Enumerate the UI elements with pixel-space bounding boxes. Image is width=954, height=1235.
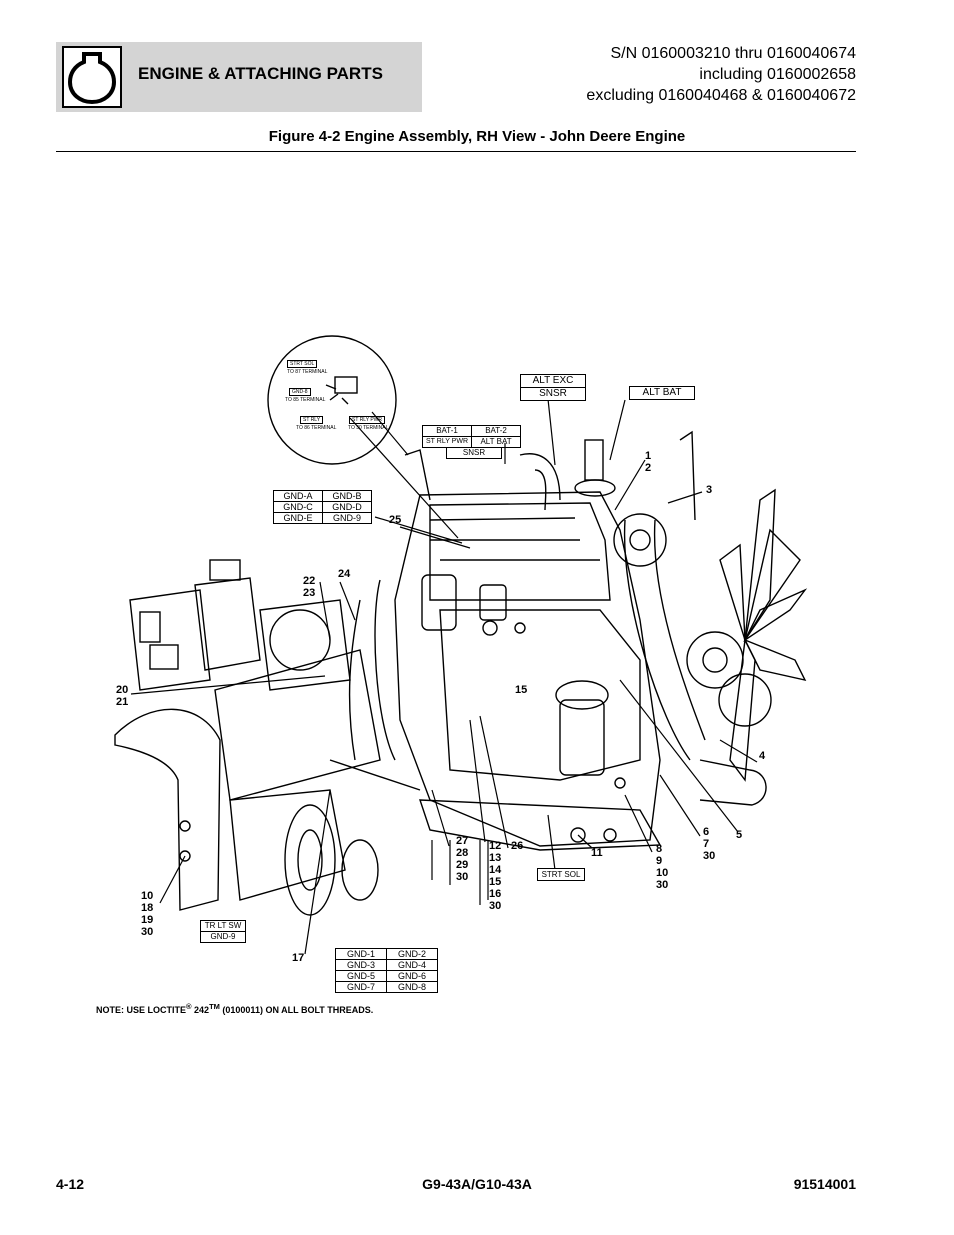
callout-4: 4 [759,750,766,762]
callout-24: 24 [338,568,351,580]
relay-gnd-label: GND-8 [289,388,311,396]
callout-26: 26 [511,840,524,852]
note-trademark: TM [209,1002,220,1011]
gnd-cell: GND-4 [386,959,438,971]
gnd-cell: GND-C [273,501,323,513]
callout-1-2: 1 2 [645,450,652,474]
note-prefix: NOTE: USE LOCTITE [96,1005,186,1015]
gnd-cell: GND-2 [386,948,438,960]
alt-bat-cell: ALT BAT [471,436,522,448]
gnd-cell: GND-5 [335,970,387,982]
page-number: 4-12 [56,1176,85,1192]
alt-exc-label: ALT EXC [520,374,586,388]
document-number: 91514001 [793,1176,856,1192]
callout-20-21: 20 21 [116,684,129,708]
callout-10-18-19-30: 10 18 19 30 [141,890,154,938]
relay-st-rly-label: ST RLY [300,416,324,424]
note-registered-mark: ® [186,1002,192,1011]
section-title: ENGINE & ATTACHING PARTS [138,64,383,83]
serial-line: including 0160002658 [699,66,856,83]
header-rule [56,151,856,152]
relay-gnd-terminal: TO 85 TERMINAL [285,397,326,403]
gnd-cell: GND-E [273,512,323,524]
relay-st-rly-pwr-label: ST RLY PWR [349,416,386,424]
bat-2-cell: BAT-2 [471,425,522,437]
st-rly-pwr-cell: ST RLY PWR [421,436,473,448]
gnd-cell: GND-3 [335,959,387,971]
gnd-cell: GND-8 [386,981,438,993]
gnd-9-label: GND-9 [200,931,246,943]
figure-title: Figure 4-2 Engine Assembly, RH View - Jo… [268,128,686,145]
gnd-cell: GND-1 [335,948,387,960]
callout-6-7-30: 6 7 30 [703,826,716,862]
serial-number-range: S/N 0160003210 thru 0160040674 including… [586,43,856,106]
snsr-cell: SNSR [446,447,502,459]
relay-strt-sol-label: STRT SOL [287,360,318,368]
serial-line: excluding 0160040468 & 0160040672 [586,87,856,104]
serial-line: S/N 0160003210 thru 0160040674 [610,45,856,62]
relay-st-rly-pwr-terminal: TO 30 TERMINAL [348,425,389,431]
callout-12-16-30: 12 13 14 15 16 30 [489,840,502,912]
gnd-cell: GND-6 [386,970,438,982]
callout-27-30: 27 28 29 30 [456,835,469,883]
note-suffix: (0100011) ON ALL BOLT THREADS. [219,1005,374,1015]
relay-st-rly-terminal: TO 86 TERMINAL [296,425,337,431]
gnd-cell: GND-A [273,490,323,502]
gnd-cell: GND-B [322,490,372,502]
callout-17: 17 [292,952,305,964]
callout-15: 15 [515,684,528,696]
model-number: G9-43A/G10-43A [422,1176,532,1192]
bat-1-cell: BAT-1 [421,425,473,437]
callout-22-23: 22 23 [303,575,316,599]
loctite-note: NOTE: USE LOCTITE® 242TM (0100011) ON AL… [96,1002,373,1015]
snsr-label: SNSR [520,387,586,401]
callout-8-9-10-30: 8 9 10 30 [656,843,669,891]
gnd-cell: GND-7 [335,981,387,993]
relay-strt-sol-terminal: TO 87 TERMINAL [287,369,328,375]
callout-5: 5 [736,829,743,841]
gnd-cell: GND-9 [322,512,372,524]
callout-11: 11 [591,847,603,859]
gnd-cell: GND-D [322,501,372,513]
note-product-number: 242 [191,1005,210,1015]
callout-3: 3 [706,484,713,496]
callout-25: 25 [389,514,402,526]
strt-sol-label: STRT SOL [537,868,585,881]
alt-bat-label: ALT BAT [629,386,695,400]
engine-icon [62,46,122,108]
